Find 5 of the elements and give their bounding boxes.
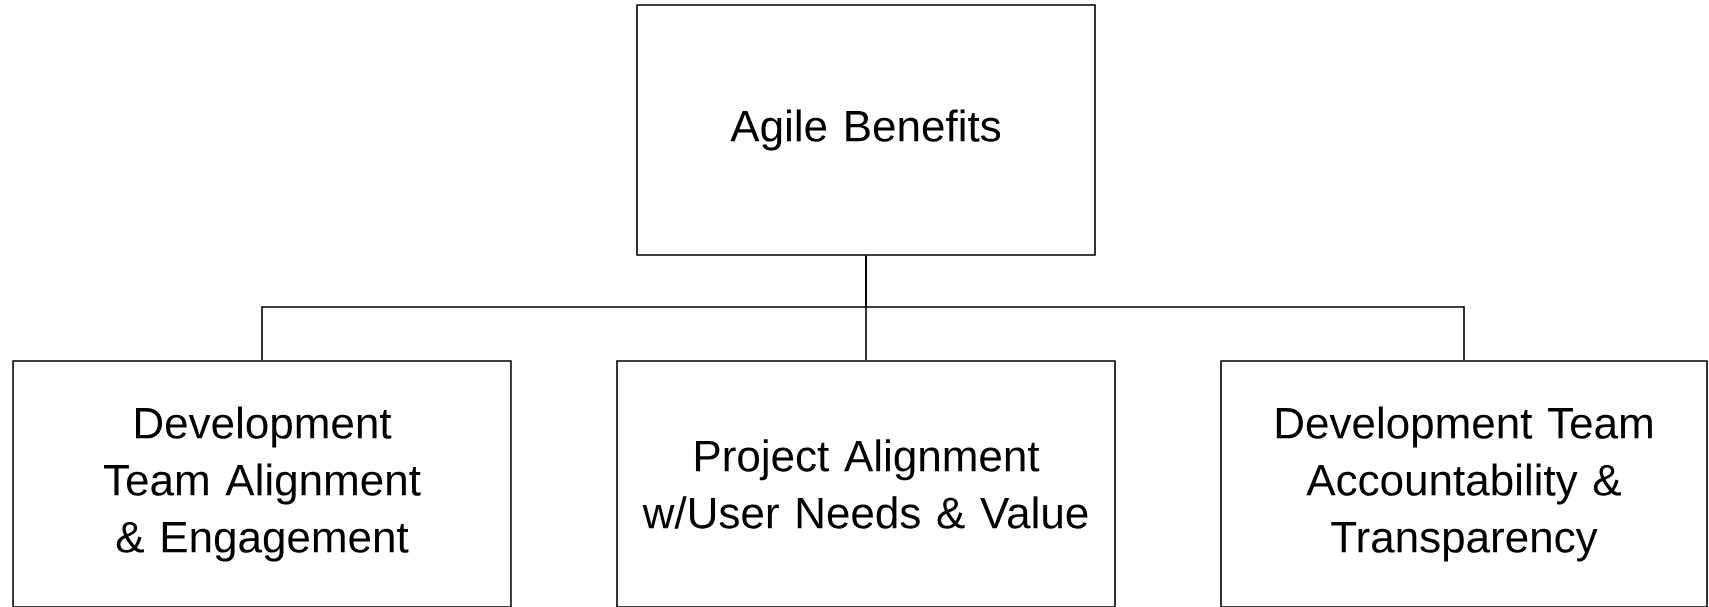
text-box: Agile Benefits: [636, 4, 1096, 256]
text-box: Project Alignment w/User Needs & Value: [616, 360, 1116, 607]
text-box: Development Team Accountability & Transparency: [1220, 360, 1708, 607]
text-box: Development Team Alignment & Engagement: [12, 360, 512, 607]
connector-line: [865, 255, 1465, 361]
